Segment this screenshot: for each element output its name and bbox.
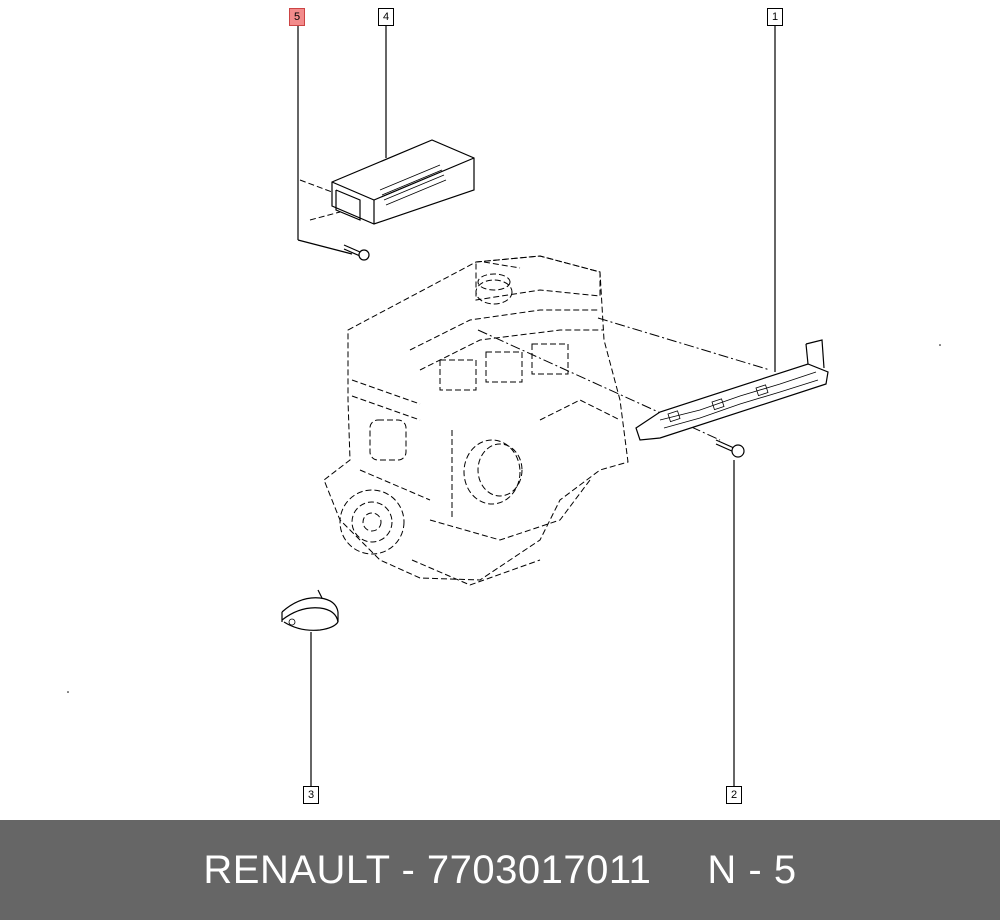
bolt-part-5: [343, 244, 370, 261]
callout-1: 1: [767, 8, 783, 26]
callout-5: 5: [289, 8, 305, 26]
cover-part-4: [299, 139, 475, 225]
footer-bar: RENAULT - 7703017011 N - 5: [0, 820, 1000, 920]
engine-block: [323, 255, 629, 586]
stray-mark: [67, 691, 69, 693]
bracket-part-1: [635, 339, 829, 441]
callout-4: 4: [378, 8, 394, 26]
stray-mark: [939, 344, 941, 346]
callout-3: 3: [303, 786, 319, 804]
reference-label: N - 5: [707, 847, 797, 892]
part-number-label: RENAULT - 7703017011: [203, 847, 652, 892]
parts-diagram: 5 4 1 2 3: [67, 8, 941, 804]
clamp-part-3: [281, 589, 339, 631]
leader-lines: [297, 26, 776, 786]
callout-2: 2: [726, 786, 742, 804]
diagram-drawing: [67, 26, 941, 786]
bolt-part-2: [715, 439, 745, 458]
leader-5-tip: [297, 239, 353, 255]
